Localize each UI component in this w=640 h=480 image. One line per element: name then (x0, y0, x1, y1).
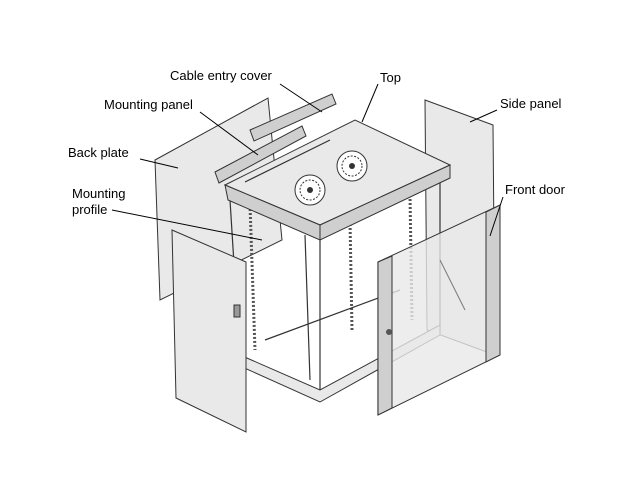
fan-icon (336, 150, 368, 182)
label-mounting-profile-line2: profile (72, 202, 108, 217)
label-side-panel: Side panel (500, 96, 562, 111)
label-mounting-profile-line1: Mounting (72, 186, 126, 201)
front-door (377, 204, 501, 416)
fan-icon (294, 174, 326, 206)
label-cable-entry-cover: Cable entry cover (170, 68, 272, 83)
left-door (171, 229, 247, 433)
label-back-plate: Back plate (68, 145, 129, 160)
label-top: Top (380, 70, 401, 85)
label-mounting-profile: Mounting profile (72, 186, 125, 218)
label-front-door: Front door (505, 182, 565, 197)
label-mounting-panel: Mounting panel (104, 97, 193, 112)
mounting-panel (214, 125, 307, 184)
cable-entry-cover (249, 93, 337, 142)
